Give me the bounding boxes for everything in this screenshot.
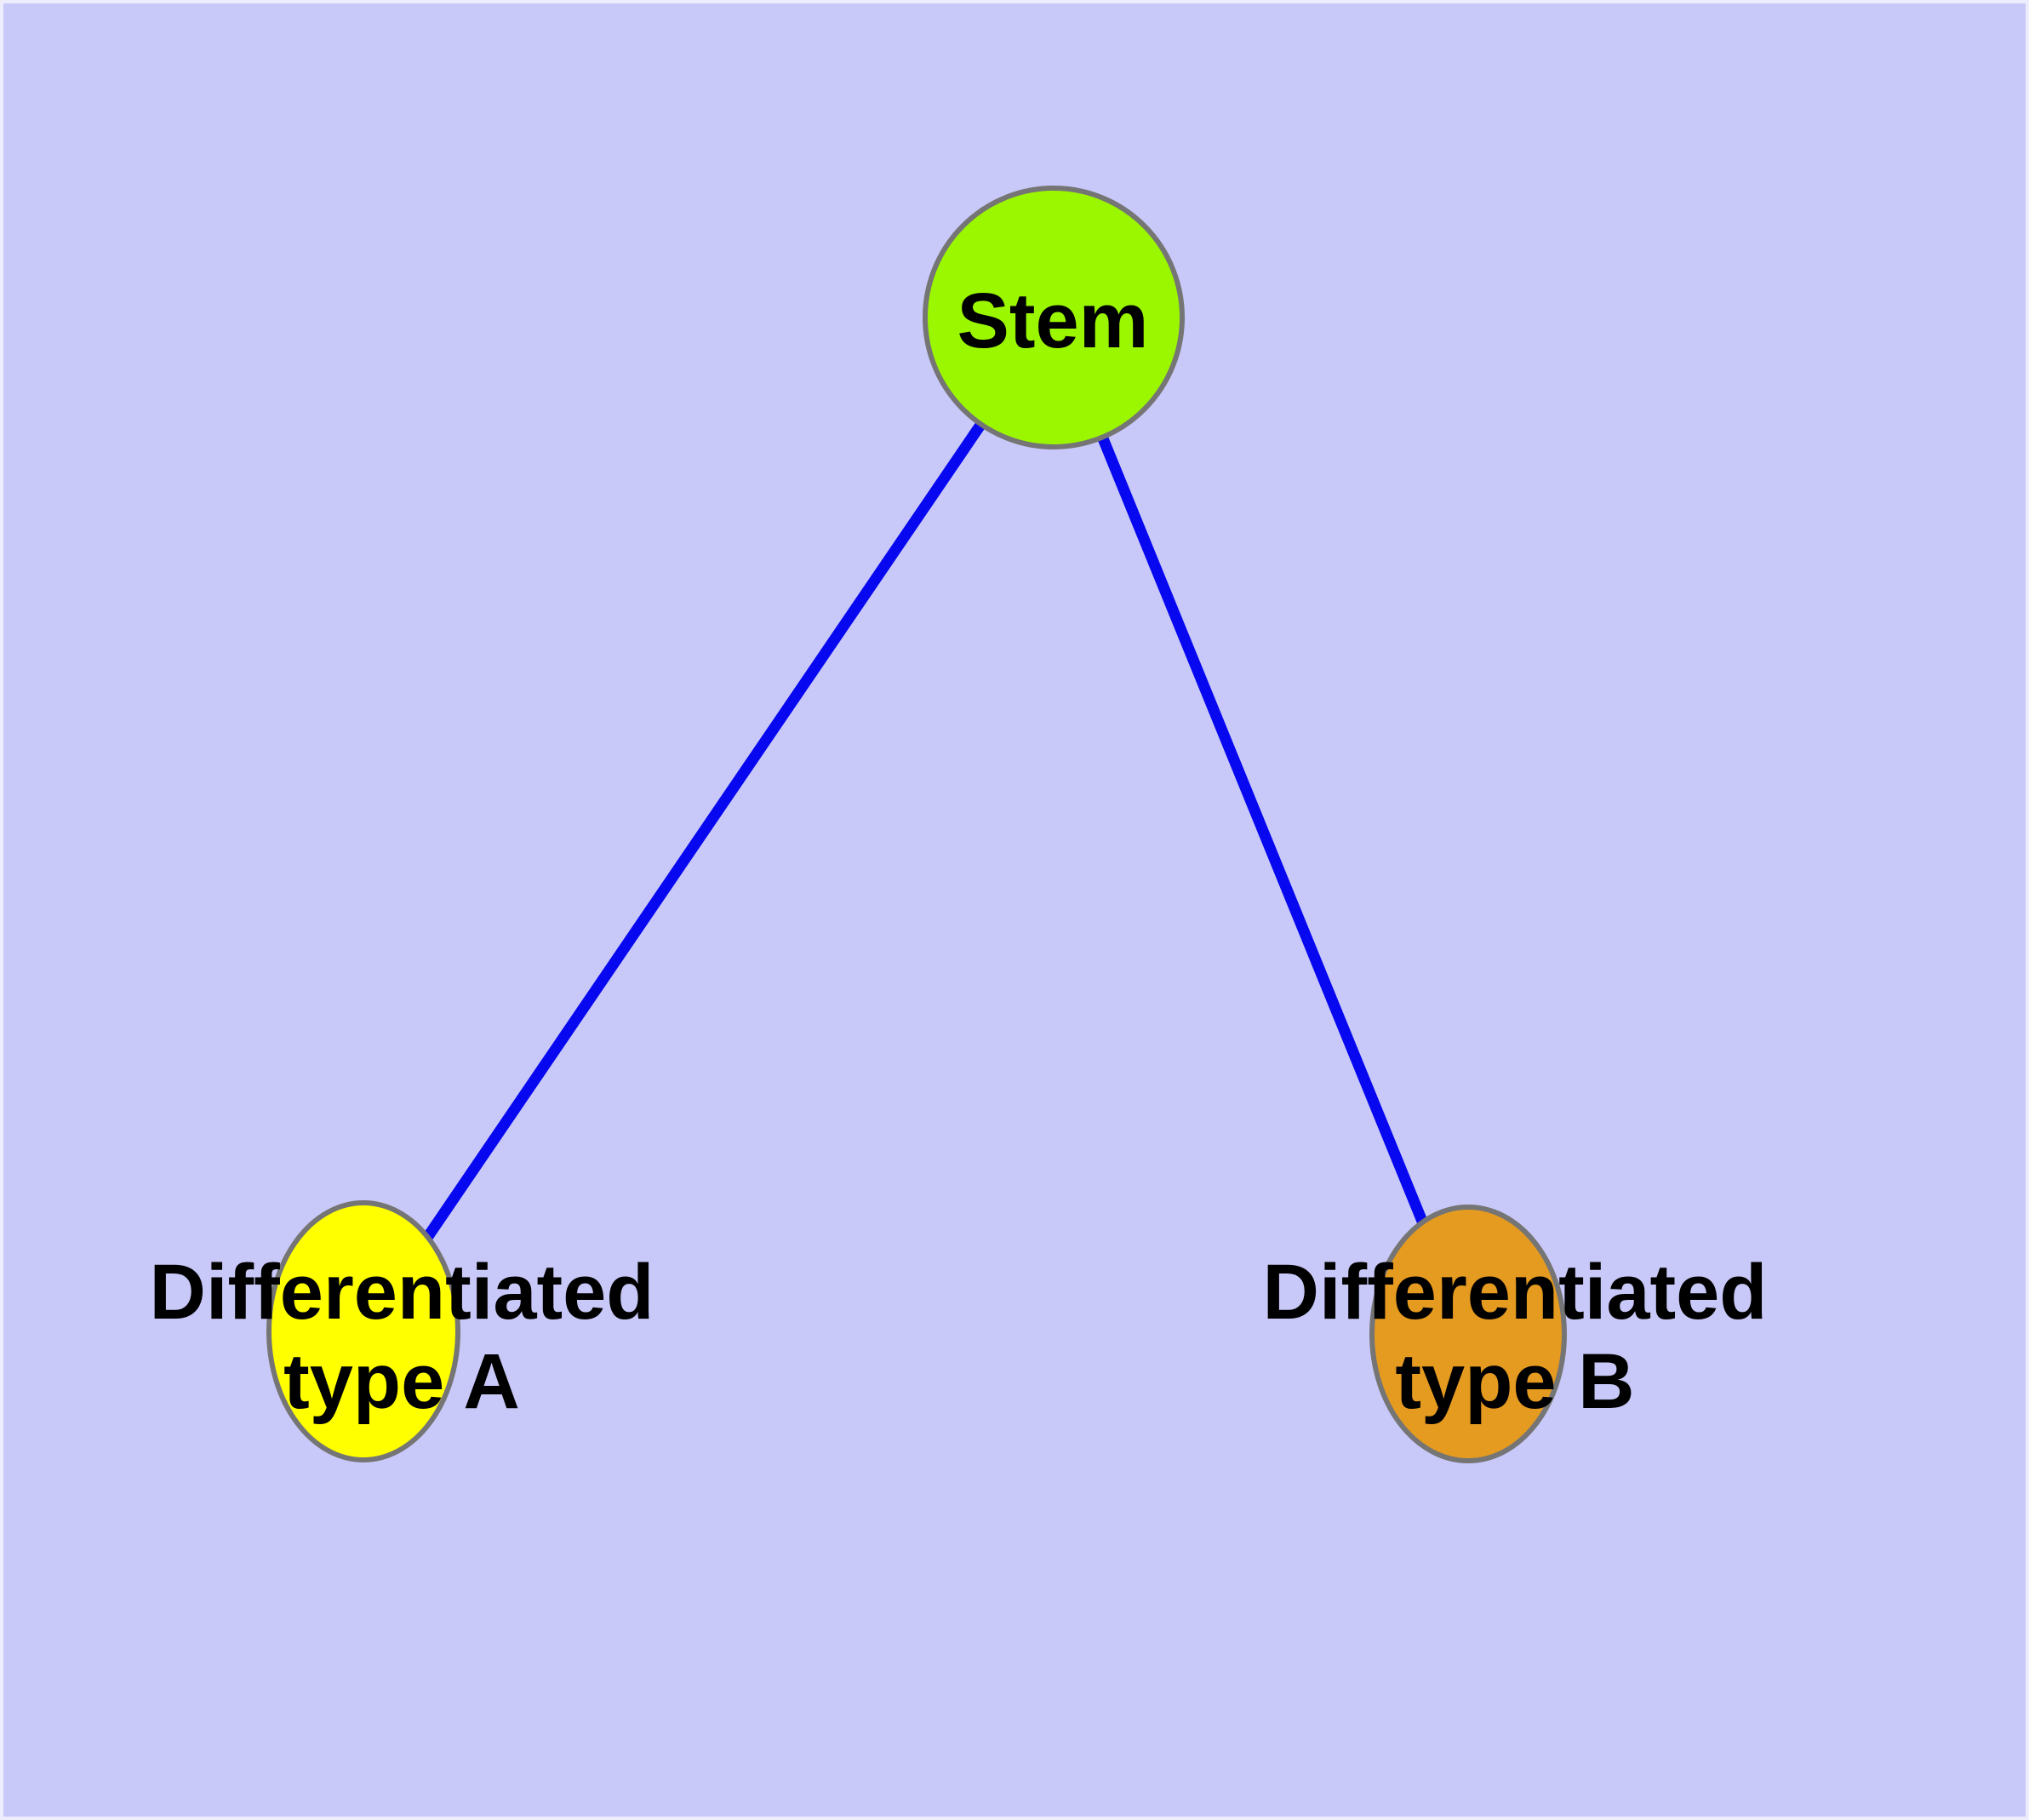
node-label-stem-line-1: Stem bbox=[957, 278, 1149, 364]
node-differentiated-type-b bbox=[1369, 1205, 1567, 1463]
node-label-differentiated-type-a-line-2: type A bbox=[283, 1338, 520, 1425]
node-label-differentiated-type-a-line-1: Differentiated bbox=[150, 1249, 654, 1336]
edges-layer bbox=[358, 314, 1474, 1336]
edge-stem-to-differentiated-type-b bbox=[1048, 315, 1474, 1336]
node-stem bbox=[923, 186, 1185, 449]
node-label-differentiated-type-b-line-1: Differentiated bbox=[1263, 1249, 1768, 1336]
node-label-differentiated-type-b-line-2: type B bbox=[1395, 1338, 1634, 1425]
edge-stem-to-differentiated-type-a bbox=[358, 314, 1059, 1335]
node-differentiated-type-a bbox=[266, 1200, 460, 1462]
